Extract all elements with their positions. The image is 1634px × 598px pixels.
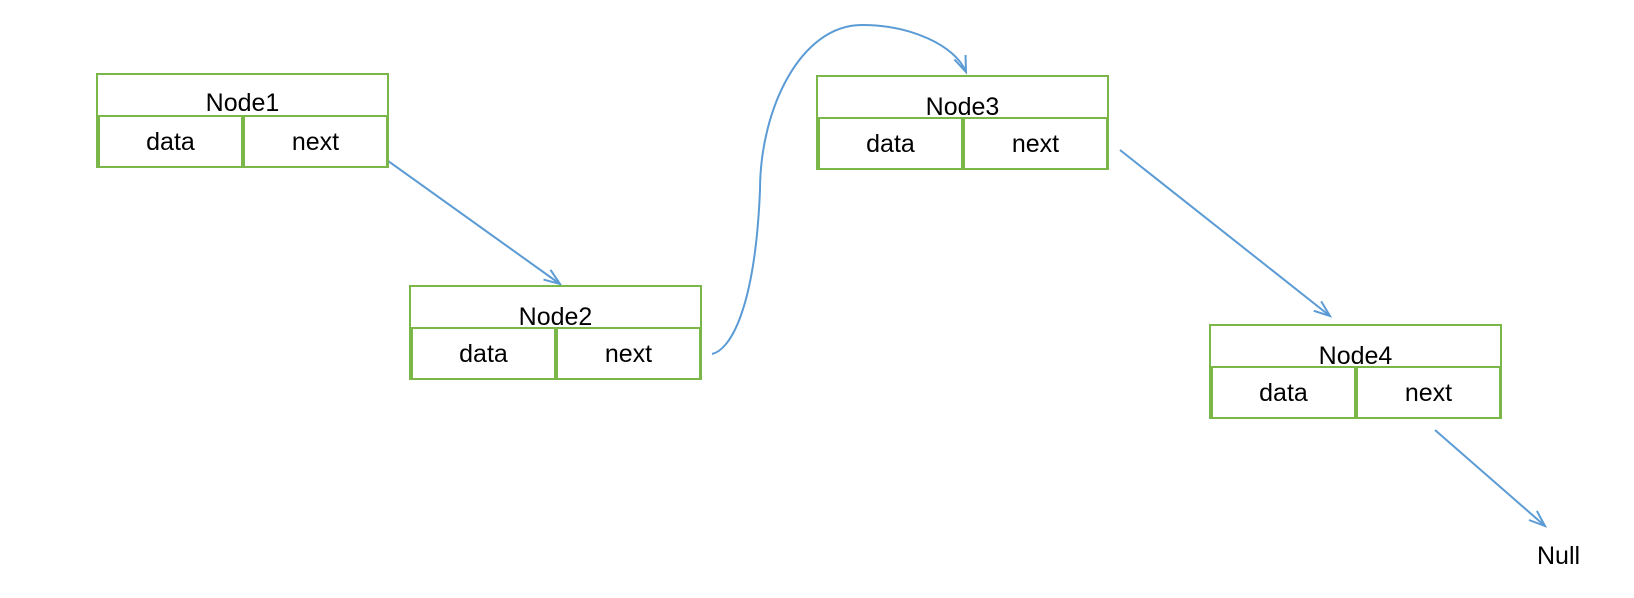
node-3-data-cell: data [818,117,963,170]
node-1-next-cell: next [243,115,388,168]
node-2-data-cell: data [411,327,556,380]
node-2-next-cell: next [556,327,701,380]
node-1-data-cell: data [98,115,243,168]
node-3: Node3 data next [816,75,1109,170]
arrow-node1-to-node2 [362,142,563,286]
node-2: Node2 data next [409,285,702,380]
node-4-next-cell: next [1356,366,1501,419]
arrow-node4-to-null [1434,429,1548,528]
node-4-title: Node4 [1318,342,1393,370]
node-4-data-cell: data [1211,366,1356,419]
node-3-title: Node3 [925,93,1000,121]
arrow-node2-to-node3 [711,23,968,355]
node-3-next-cell: next [963,117,1108,170]
null-terminal-label: Null [1537,542,1581,570]
arrow-node3-to-node4 [1119,149,1333,318]
node-4: Node4 data next [1209,324,1502,419]
node-1: Node1 data next [96,73,389,168]
node-1-title: Node1 [205,89,280,117]
node-2-title: Node2 [518,303,593,331]
